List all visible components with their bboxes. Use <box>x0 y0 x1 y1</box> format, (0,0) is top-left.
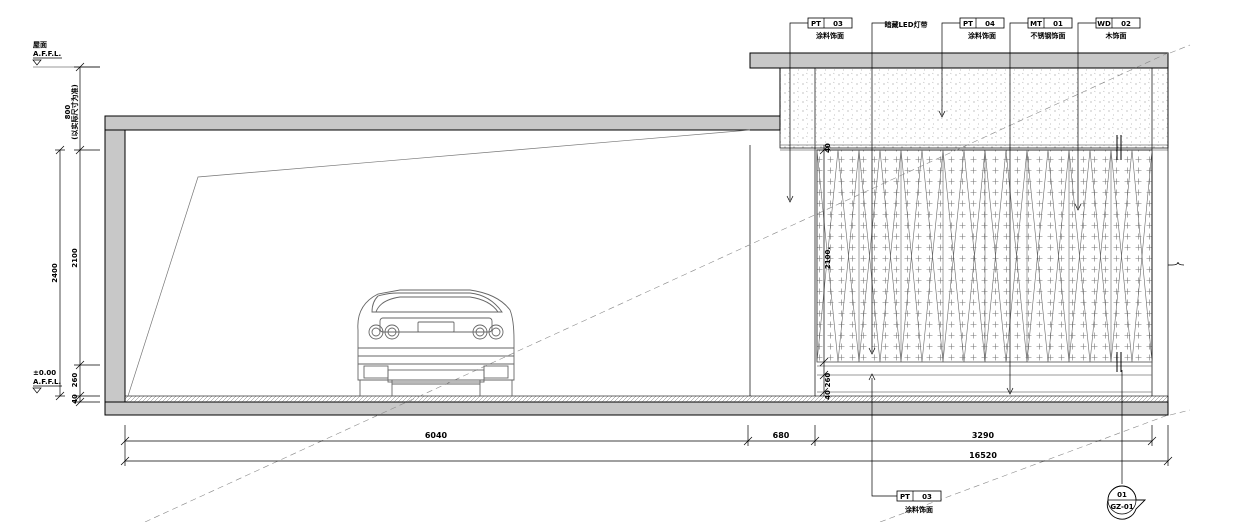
panel-divisions <box>816 149 1153 363</box>
panel-dim-top: 40 <box>824 143 832 153</box>
tag-3-num: 04 <box>985 20 995 28</box>
panel-vertical-dimensions: 40 2100. 260 40 <box>819 143 832 400</box>
tag-4-code: MT <box>1030 20 1042 28</box>
bottom-tag-desc: 涂料饰面 <box>905 505 933 514</box>
dim-680-label: 680 <box>773 431 790 440</box>
floor-finish <box>124 395 1169 403</box>
tag-4-num: 01 <box>1053 20 1063 28</box>
tag-4-desc: 不锈钢饰面 <box>1031 31 1066 40</box>
dim-800-label: 800 <box>64 105 72 120</box>
level-top-label-1: 屋面 <box>33 40 47 49</box>
section-marker: 01 GZ-01 <box>1106 370 1147 520</box>
feature-wall-panel <box>816 149 1153 363</box>
dim-40-label: 40 <box>71 394 79 404</box>
dim-2400-label: 2400 <box>51 263 59 283</box>
horizontal-dimensions: 6040 680 3290 16520 <box>120 425 1173 466</box>
dim-260-label: 260 <box>71 373 79 388</box>
dim-6040-label: 6040 <box>425 431 448 440</box>
bottom-tag-num: 03 <box>922 493 932 501</box>
panel-dim-260: 260 <box>824 373 832 388</box>
level-marker-ground: ±0.00 A.F.F.L. <box>32 369 62 394</box>
material-tag-2: 暗藏LED灯带 <box>868 20 928 355</box>
material-tag-bottom: PT 03 涂料饰面 <box>868 373 942 514</box>
material-tag-5: WD 02 木饰面 <box>1074 17 1141 211</box>
dim-3290-label: 3290 <box>972 431 995 440</box>
tag-2-desc: 暗藏LED灯带 <box>884 20 927 29</box>
level-top-label-2: A.F.F.L. <box>33 50 61 58</box>
level-ground-label-1: ±0.00 <box>33 369 56 377</box>
material-tag-1: PT 03 涂料饰面 <box>786 17 853 203</box>
floor-slab <box>104 401 1169 416</box>
car-outline <box>357 289 515 397</box>
structure <box>104 52 1169 416</box>
material-tag-3: PT 04 涂料饰面 <box>938 17 1005 118</box>
tag-1-num: 03 <box>833 20 843 28</box>
panel-dim-2100: 2100. <box>824 247 832 269</box>
tag-1-desc: 涂料饰面 <box>816 31 844 40</box>
dim-2100-label: 2100 <box>71 248 79 268</box>
tag-5-code: WD <box>1097 20 1111 28</box>
tag-1-code: PT <box>811 20 821 28</box>
left-wall <box>104 129 126 403</box>
tag-5-desc: 木饰面 <box>1105 31 1127 40</box>
level-ground-label-2: A.F.F.L. <box>33 378 61 386</box>
material-tag-4: MT 01 不锈钢饰面 <box>1006 17 1073 395</box>
section-number: 01 <box>1117 491 1127 499</box>
tag-3-code: PT <box>963 20 973 28</box>
panel-dim-40: 40 <box>824 390 832 400</box>
dim-16520-label: 16520 <box>969 451 997 460</box>
tag-3-desc: 涂料饰面 <box>968 31 996 40</box>
tag-5-num: 02 <box>1121 20 1131 28</box>
section-sheet: GZ-01 <box>1110 503 1133 511</box>
level-marker-top: 屋面 A.F.F.L. <box>32 40 100 68</box>
dim-800-note: (以实际尺寸为准) <box>70 84 79 139</box>
vertical-dimensions: 800 (以实际尺寸为准) 2400 2100 260 40 <box>51 62 100 407</box>
bottom-tag-code: PT <box>900 493 910 501</box>
construction-lines <box>127 44 1191 522</box>
